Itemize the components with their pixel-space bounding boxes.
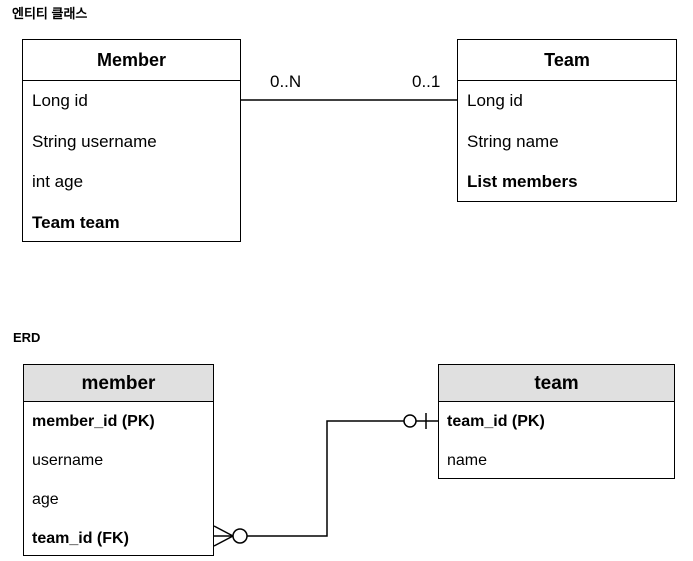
erd-team-column-name: name [447,452,488,469]
member-field-id: Long id [32,91,88,110]
erd-member-column-team-id: team_id (FK) [32,530,129,547]
member-class-name: Member [23,40,240,81]
erd-relationship-line [247,420,404,537]
erd-member-column-age: age [32,491,59,508]
erd-member-column-member-id: member_id (PK) [32,413,155,430]
erd-team-table: team team_id (PK) name [438,364,675,479]
team-field-id: Long id [467,91,523,110]
team-field-members: List members [467,172,578,191]
team-class-box: Team Long id String name List members [457,39,677,202]
multiplicity-team-end: 0..1 [412,72,441,91]
erd-team-column-team-id: team_id (PK) [447,413,545,430]
team-class-name: Team [458,40,676,81]
team-field-name: String name [467,131,559,151]
member-field-username: String username [32,131,157,151]
erd-team-table-name: team [439,365,674,402]
erd-section-title: ERD [13,330,41,345]
member-field-team: Team team [32,212,120,232]
erd-member-column-username: username [32,452,104,469]
member-field-age: int age [32,172,84,191]
erd-member-table-name: member [24,365,213,402]
zero-or-one-circle [403,414,417,428]
entity-section-title: 엔티티 클래스 [12,6,88,21]
member-class-box: Member Long id String username int age T… [22,39,241,242]
multiplicity-member-end: 0..N [270,72,302,91]
zero-or-many-circle [232,528,248,544]
crowfoot-bottom [213,535,234,547]
erd-member-table: member member_id (PK) username age team_… [23,364,214,556]
crowfoot-top [213,525,234,537]
